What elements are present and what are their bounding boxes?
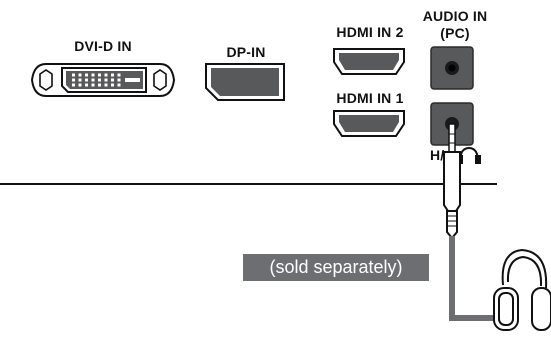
dvi-pin (111, 78, 114, 82)
hdmi-in-2-label: HDMI IN 2 (336, 24, 404, 40)
dvi-pin (72, 73, 75, 77)
dvi-pin (98, 73, 101, 77)
dvi-pin (78, 78, 82, 82)
dvi-pin (98, 83, 101, 87)
dp-in-label: DP-IN (226, 44, 266, 60)
dvi-pin (91, 73, 95, 77)
dvi-d-port (30, 63, 176, 97)
dvi-pin (85, 73, 88, 77)
dvi-pin (78, 83, 82, 87)
dvi-pin (85, 83, 88, 87)
dvi-screw-right-icon (153, 69, 167, 91)
headphones-icon (493, 248, 551, 331)
dvi-pin (72, 78, 75, 82)
dvi-pin (111, 83, 114, 87)
dvi-pin (111, 73, 114, 77)
dvi-pin (91, 83, 95, 87)
dvi-pin (117, 78, 121, 82)
audio-in-jack (430, 46, 474, 90)
dvi-pin (85, 78, 88, 82)
hdmi-in-1-port (333, 110, 405, 137)
hdmi-in-1-label: HDMI IN 1 (336, 90, 404, 106)
dvi-pin (117, 73, 121, 77)
dvi-pin (72, 83, 75, 87)
audio-in-label: AUDIO IN (422, 8, 488, 24)
hdmi-in-2-port (333, 48, 405, 75)
dvi-pin (104, 78, 108, 82)
audio-in-pc-label: (PC) (440, 25, 470, 41)
dvi-pin (104, 83, 108, 87)
dp-port (205, 63, 285, 101)
dvi-pins (72, 73, 121, 87)
headphone-cable (449, 236, 500, 321)
headphone-plug (443, 123, 461, 240)
sold-separately-note: (sold separately) (243, 254, 429, 281)
dvi-pin (117, 83, 121, 87)
headphone-symbol-icon (457, 146, 481, 164)
headphone-jack-label: H/ (430, 147, 445, 163)
dvi-screw-left-icon (39, 69, 53, 91)
dvi-pin (78, 73, 82, 77)
dvi-flat-pin (125, 78, 140, 82)
dvi-pin (91, 78, 95, 82)
dvi-pin (98, 78, 101, 82)
dvi-pin (104, 73, 108, 77)
dvi-d-in-label: DVI-D IN (74, 38, 132, 54)
